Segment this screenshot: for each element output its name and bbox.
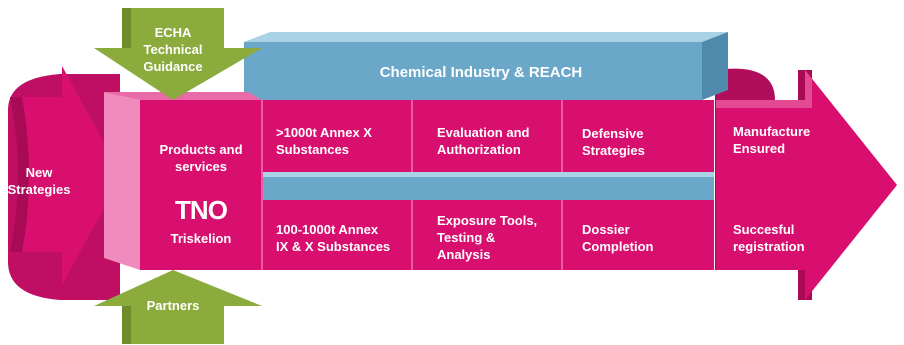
grid-r2-c1-line-2: IX & X Substances: [276, 239, 391, 254]
grid-r1-c3-line-1: Defensive: [582, 126, 644, 141]
center-panel-face: [140, 100, 262, 270]
grid-cell-r2-c1: 100-1000t Annex IX & X Substances: [276, 221, 390, 255]
center-box-side: [104, 92, 140, 270]
left-arrow-shade: [10, 97, 29, 252]
outcome-bottom-line-1: Succesful: [733, 222, 795, 237]
left-label-line-1: New: [25, 165, 53, 180]
outcome-bottom-line-2: registration: [733, 239, 805, 254]
grid-r1-c2-line-1: Evaluation and: [437, 125, 530, 140]
center-box-top: [104, 92, 262, 100]
grid-r2-c3-line-1: Dossier: [582, 222, 630, 237]
bottom-input-label: Partners: [146, 298, 200, 313]
bottom-green-arrow-shade: [122, 306, 131, 344]
grid-cell-r1-c1: >1000t Annex X Substances: [276, 124, 372, 158]
grid-cell-r2-c3: Dossier Completion: [582, 221, 654, 255]
products-services-label: Products and services: [140, 141, 262, 175]
top-green-arrow-shade: [122, 8, 131, 48]
grid-box-r1-c2: [412, 100, 562, 172]
left-label-line-2: Strategies: [7, 182, 71, 197]
top-green-arrow: [94, 8, 262, 100]
grid-box-r2-c2: [412, 200, 562, 270]
grid-box-r2-c1: [262, 200, 412, 270]
middle-band-light: [262, 172, 714, 177]
top-input-line-1: ECHA: [154, 25, 192, 40]
grid-dividers: [261, 100, 563, 270]
grid-r1-c3-line-2: Strategies: [582, 143, 645, 158]
top-input-line-3: Guidance: [143, 59, 203, 74]
left-strategies-label: New Strategies: [4, 164, 74, 198]
grid-cell-r2-c2: Exposure Tools, Testing & Analysis: [437, 212, 537, 263]
outcome-top-line-1: Manufacture: [733, 124, 811, 139]
bottom-green-arrow: [94, 270, 262, 344]
grid-r1-c1-line-1: >1000t Annex X: [276, 125, 372, 140]
right-arrow-highlight: [716, 70, 812, 108]
grid-r2-c1-line-1: 100-1000t Annex: [276, 222, 379, 237]
left-arrow: [10, 66, 122, 285]
grid-r2-c2-line-2: Testing &: [437, 230, 496, 245]
top-input-line-2: Technical: [143, 42, 203, 57]
outcome-top-line-2: Ensured: [733, 141, 786, 156]
grid-box-r1-c3: [562, 100, 714, 172]
triskelion-label: Triskelion: [170, 231, 232, 246]
banner-side-face: [702, 32, 728, 100]
banner-top-face: [244, 32, 728, 42]
grid-r2-c2-line-1: Exposure Tools,: [437, 213, 538, 228]
grid-box-r1-c1: [262, 100, 412, 172]
banner-title: Chemical Industry & REACH: [379, 64, 583, 81]
grid-r2-c3-line-2: Completion: [582, 239, 654, 254]
grid-r1-c2-line-2: Authorization: [437, 142, 521, 157]
products-line-2: services: [174, 159, 228, 174]
grid-box-r2-c3: [562, 200, 714, 270]
outcome-top-label: Manufacture Ensured: [733, 123, 810, 157]
grid-cell-r1-c2: Evaluation and Authorization: [437, 124, 529, 158]
grid-cell-r1-c3: Defensive Strategies: [582, 125, 645, 159]
products-line-1: Products and: [159, 142, 243, 157]
tno-logo: TNO: [175, 195, 228, 225]
outcome-bottom-label: Succesful registration: [733, 221, 805, 255]
top-input-label: ECHA Technical Guidance: [128, 24, 218, 75]
grid-r1-c1-line-2: Substances: [276, 142, 349, 157]
right-arrow: [716, 70, 897, 300]
banner-body: [244, 42, 702, 100]
grid-r2-c2-line-3: Analysis: [437, 247, 491, 262]
